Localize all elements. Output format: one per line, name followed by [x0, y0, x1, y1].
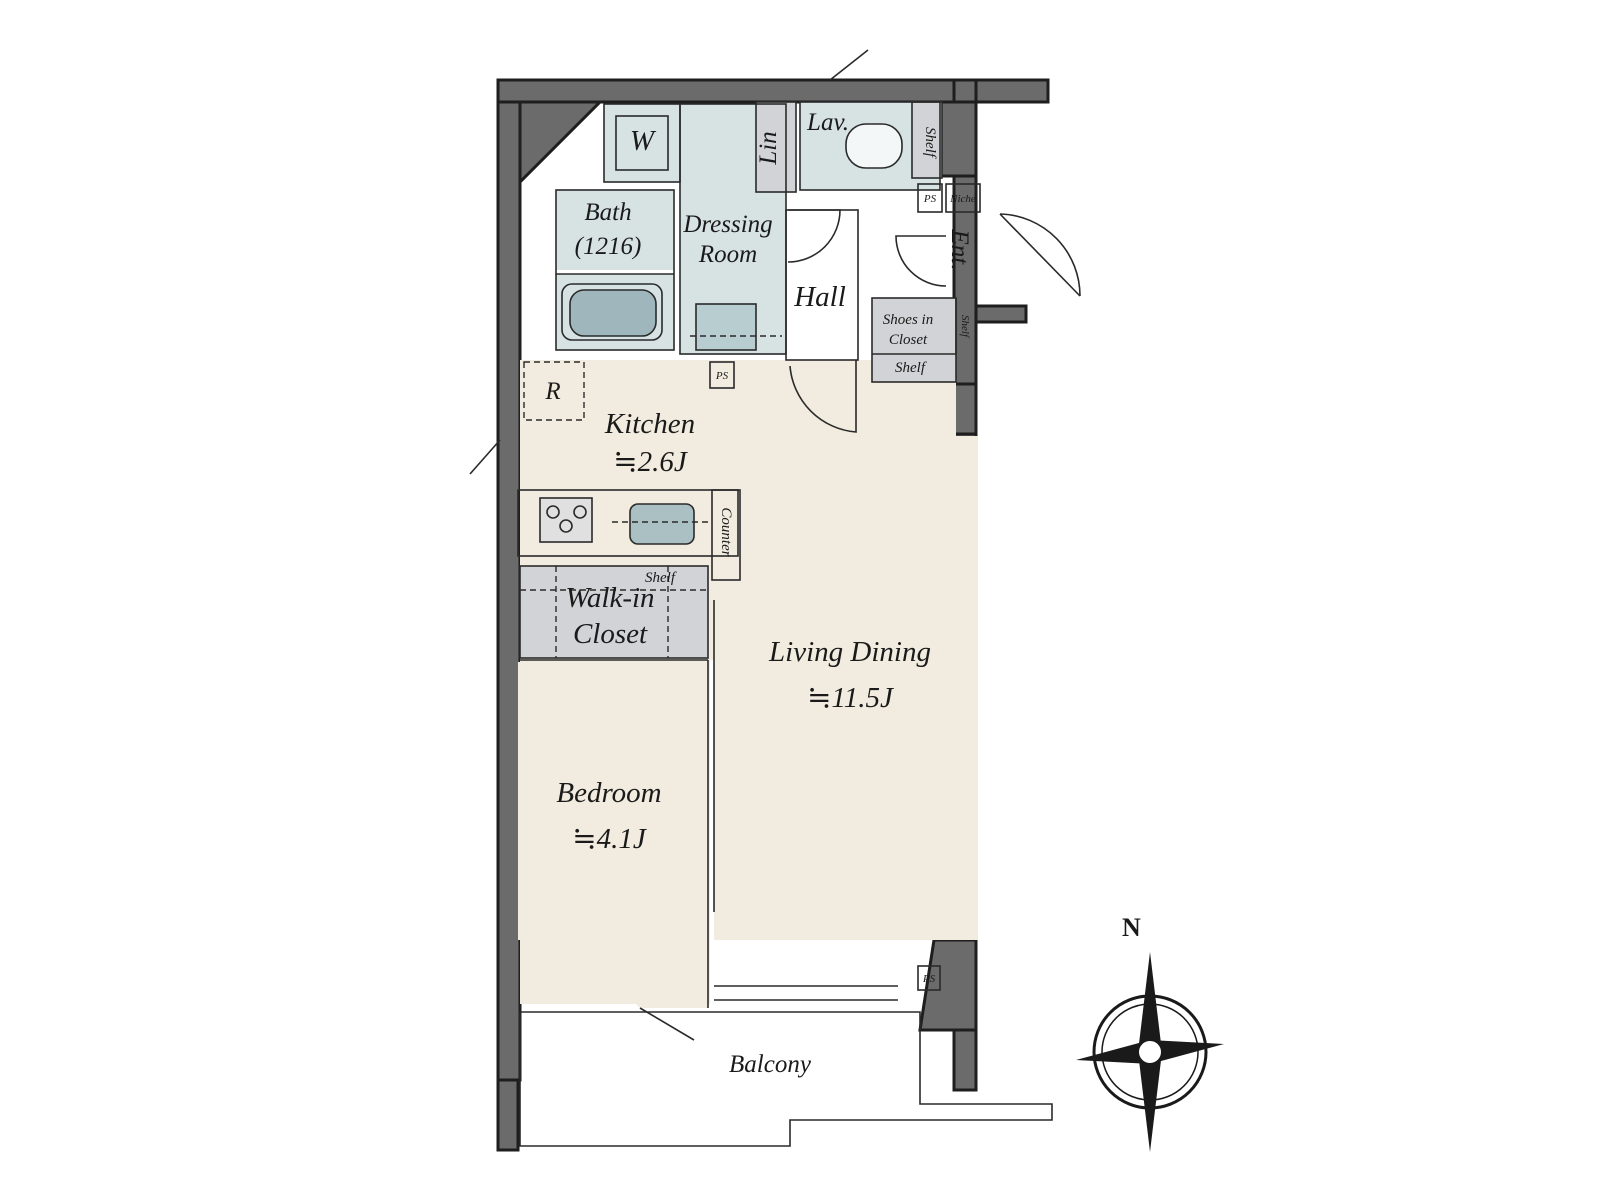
walk-in-closet-label-2: Closet	[573, 618, 648, 650]
balcony-area	[496, 1011, 1053, 1152]
balcony-label: Balcony	[729, 1051, 812, 1078]
room-labels: W Lin Lav. Shelf Bath (1216) Dressing Ro…	[544, 109, 976, 1078]
bath-size-label: (1216)	[575, 233, 642, 260]
wic-shelf-label: Shelf	[645, 570, 677, 586]
dressing-room-label-2: Room	[698, 241, 757, 268]
shoes-shelf-bottom-label: Shelf	[895, 360, 927, 376]
niche-label: Niche	[949, 193, 976, 205]
dressing-room-label-1: Dressing	[682, 211, 772, 238]
counter-label: Counter	[718, 507, 734, 556]
kitchen-size-label: ≒2.6J	[613, 446, 688, 478]
bedroom-label: Bedroom	[556, 777, 661, 809]
lavatory-label: Lav.	[806, 109, 849, 136]
entrance-label: Ent.	[946, 229, 973, 271]
walk-in-closet-label-1: Walk-in	[565, 582, 654, 614]
washer-label: W	[630, 125, 657, 157]
refrigerator-label: R	[544, 378, 560, 405]
hall-label: Hall	[793, 281, 846, 313]
shoes-closet-label-2: Closet	[889, 332, 928, 348]
doors	[469, 49, 1081, 1041]
shoes-shelf-side-label: Shelf	[959, 315, 971, 339]
bath-label: Bath	[584, 199, 631, 226]
shoes-closet-label-1: Shoes in	[883, 312, 933, 328]
ps-kitchen-label: PS	[715, 370, 729, 382]
ps-balcony-label: PS	[922, 973, 936, 985]
compass-rose-icon: N	[1076, 913, 1224, 1152]
bedroom-size-label: ≒4.1J	[572, 823, 647, 855]
interior-walls	[517, 101, 981, 1008]
compass-north-label: N	[1122, 913, 1141, 942]
living-dining-label: Living Dining	[768, 636, 931, 668]
ps-top-label: PS	[923, 193, 937, 205]
lav-shelf-label: Shelf	[922, 127, 938, 159]
living-dining-size-label: ≒11.5J	[807, 682, 894, 714]
kitchen-label: Kitchen	[604, 408, 695, 440]
linen-label: Lin	[755, 131, 782, 165]
